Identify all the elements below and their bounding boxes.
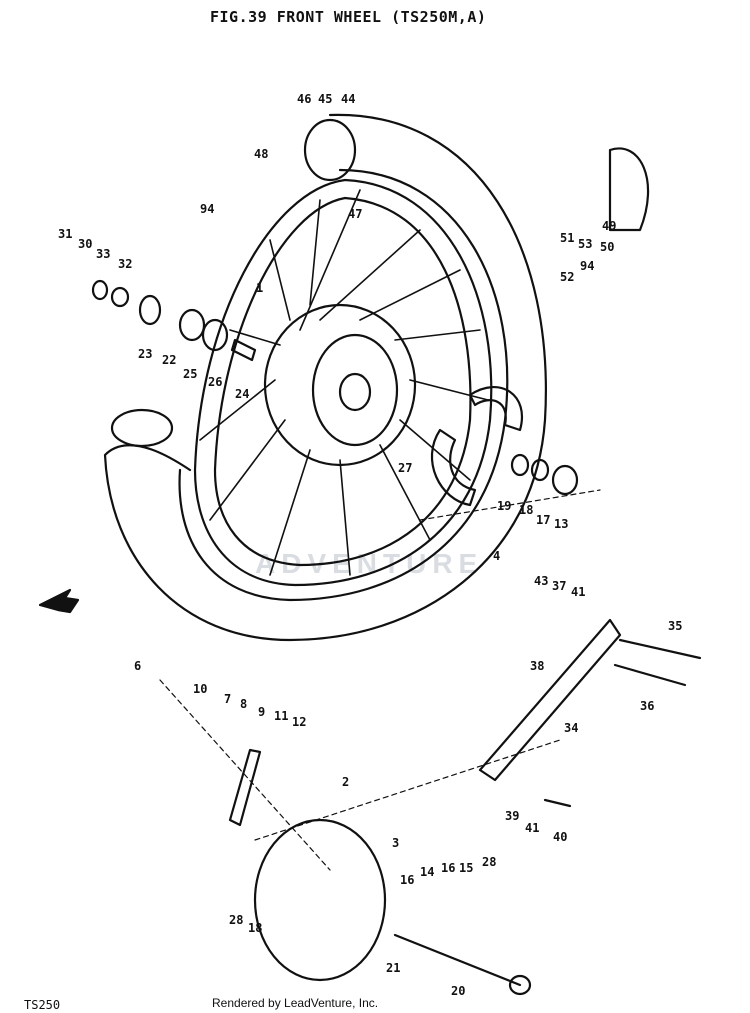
callout-53: 94: [580, 259, 594, 273]
callout-21: 21: [386, 961, 400, 975]
direction-arrow: [38, 588, 80, 614]
callout-40: 40: [553, 830, 567, 844]
spokes: [199, 189, 489, 576]
callout-42: 43: [534, 574, 548, 588]
brake-shoes: [468, 385, 523, 432]
callout-22: 22: [162, 353, 176, 367]
callout-25: 25: [183, 367, 197, 381]
callout-28: 28: [229, 913, 243, 927]
callout-11: 11: [274, 709, 288, 723]
callout-46: 47: [348, 207, 362, 221]
callout-43: 44: [341, 92, 355, 106]
callout-27: 27: [398, 461, 412, 475]
callout-44: 45: [318, 92, 332, 106]
torque-link: [478, 618, 622, 782]
callout-41b: 41: [525, 821, 539, 835]
callout-39: 39: [505, 809, 519, 823]
callout-6: 6: [134, 659, 141, 673]
callout-20: 20: [451, 984, 465, 998]
tire: [103, 113, 547, 642]
callout-24: 24: [235, 387, 249, 401]
callout-26: 26: [208, 375, 222, 389]
callout-7: 7: [224, 692, 231, 706]
callout-16a: 16: [400, 873, 414, 887]
callout-32: 32: [118, 257, 132, 271]
callout-29: 28: [482, 855, 496, 869]
credit-line: Rendered by LeadVenture, Inc.: [212, 996, 379, 1010]
callout-14: 14: [420, 865, 434, 879]
callout-30: 30: [78, 237, 92, 251]
callout-41a: 41: [571, 585, 585, 599]
callout-31: 31: [58, 227, 72, 241]
callout-37: 37: [552, 579, 566, 593]
callout-45: 46: [297, 92, 311, 106]
rim: [193, 178, 493, 587]
callout-9: 9: [258, 705, 265, 719]
callout-13: 13: [554, 517, 568, 531]
callout-51: 52: [560, 270, 574, 284]
callout-34: 34: [564, 721, 578, 735]
callout-18: 18: [519, 503, 533, 517]
callout-49: 50: [600, 240, 614, 254]
callout-48: 49: [602, 219, 616, 233]
model-code: TS250: [24, 998, 61, 1012]
callout-1: 1: [256, 281, 263, 295]
callout-52: 53: [578, 237, 592, 251]
callout-94: 94: [200, 202, 214, 216]
callout-18b: 18: [248, 921, 262, 935]
callout-17: 17: [536, 513, 550, 527]
callout-16b: 16: [441, 861, 455, 875]
callout-10: 10: [193, 682, 207, 696]
callout-50: 51: [560, 231, 574, 245]
callout-3: 3: [392, 836, 399, 850]
callout-36: 36: [640, 699, 654, 713]
figure-title: FIG.39 FRONT WHEEL (TS250M,A): [210, 8, 487, 26]
brake-panel: [253, 818, 387, 982]
callout-35: 35: [668, 619, 682, 633]
callout-33: 33: [96, 247, 110, 261]
callout-38: 38: [530, 659, 544, 673]
callout-19: 19: [497, 499, 511, 513]
callout-2: 2: [342, 775, 349, 789]
callout-8: 8: [240, 697, 247, 711]
callout-23: 23: [138, 347, 152, 361]
callout-15: 15: [459, 861, 473, 875]
callout-12: 12: [292, 715, 306, 729]
callout-47: 48: [254, 147, 268, 161]
callout-4: 4: [493, 549, 500, 563]
